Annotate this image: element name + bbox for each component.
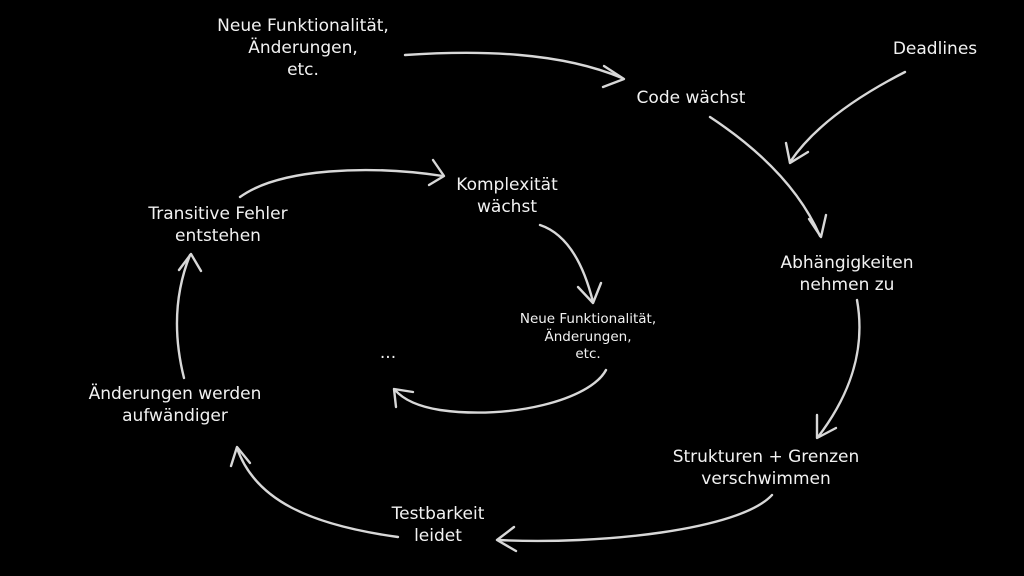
arrow-new-features-to-code <box>403 51 626 89</box>
arrow-complexity-to-inner-features <box>538 223 603 305</box>
label-line: aufwändiger <box>122 406 228 427</box>
arrow-dependencies-to-structures <box>815 298 861 440</box>
arrow-inner-features-to-ellipsis <box>392 368 608 414</box>
label-transitive-errors: Transitive Fehler entstehen <box>130 203 306 247</box>
label-line: Abhängigkeiten <box>780 253 914 273</box>
label-line: Änderungen, <box>544 328 632 345</box>
label-changes-costly: Änderungen werden aufwändiger <box>72 383 278 427</box>
label-ellipsis: ... <box>370 342 406 364</box>
label-line: Neue Funktionalität, <box>519 311 657 327</box>
label-line: Deadlines <box>892 39 978 59</box>
arrow-structures-to-testability <box>495 493 774 553</box>
label-dependencies: Abhängigkeiten nehmen zu <box>767 252 927 296</box>
label-line: nehmen zu <box>799 275 895 296</box>
label-line: Strukturen + Grenzen <box>672 447 860 467</box>
label-line: Änderungen, <box>248 38 358 59</box>
arrow-testability-to-changes <box>229 445 400 539</box>
label-new-features-top: Neue Funktionalität, Änderungen, etc. <box>205 15 401 81</box>
label-line: Neue Funktionalität, <box>217 16 389 36</box>
label-line: verschwimmen <box>701 469 831 490</box>
label-line: entstehen <box>175 226 261 247</box>
label-line: leidet <box>414 526 462 547</box>
label-line: Transitive Fehler <box>148 204 288 224</box>
label-code-grows: Code wächst <box>622 87 760 109</box>
label-deadlines: Deadlines <box>870 38 1000 60</box>
arrow-transitive-to-complexity <box>238 158 446 199</box>
label-testability: Testbarkeit leidet <box>375 503 501 547</box>
label-complexity: Komplexität wächst <box>442 174 572 218</box>
label-line: Code wächst <box>636 88 746 108</box>
label-line: Komplexität <box>456 175 558 195</box>
label-structures: Strukturen + Grenzen verschwimmen <box>661 446 871 490</box>
label-line: Änderungen werden <box>88 384 262 404</box>
arrow-deadlines <box>784 70 907 165</box>
label-line: etc. <box>287 60 319 81</box>
label-line: Testbarkeit <box>391 504 485 524</box>
label-new-features-inner: Neue Funktionalität, Änderungen, etc. <box>500 311 676 364</box>
arrow-changes-to-transitive <box>175 252 203 380</box>
label-line: etc. <box>575 346 601 363</box>
label-line: wächst <box>477 197 537 218</box>
arrow-code-to-dependencies <box>708 115 828 239</box>
label-line: ... <box>379 343 397 363</box>
